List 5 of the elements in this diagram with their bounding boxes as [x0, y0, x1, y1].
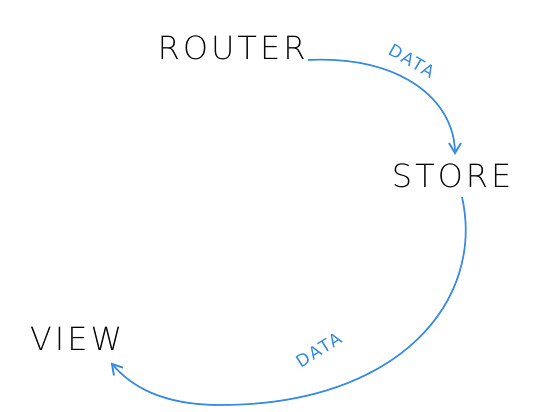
curved-arrow: [308, 58, 462, 154]
node-label: ROUTER: [158, 28, 308, 68]
node-label: VIEW: [20, 316, 135, 362]
node-label: STORE: [388, 155, 518, 197]
curved-arrow: [111, 196, 466, 406]
